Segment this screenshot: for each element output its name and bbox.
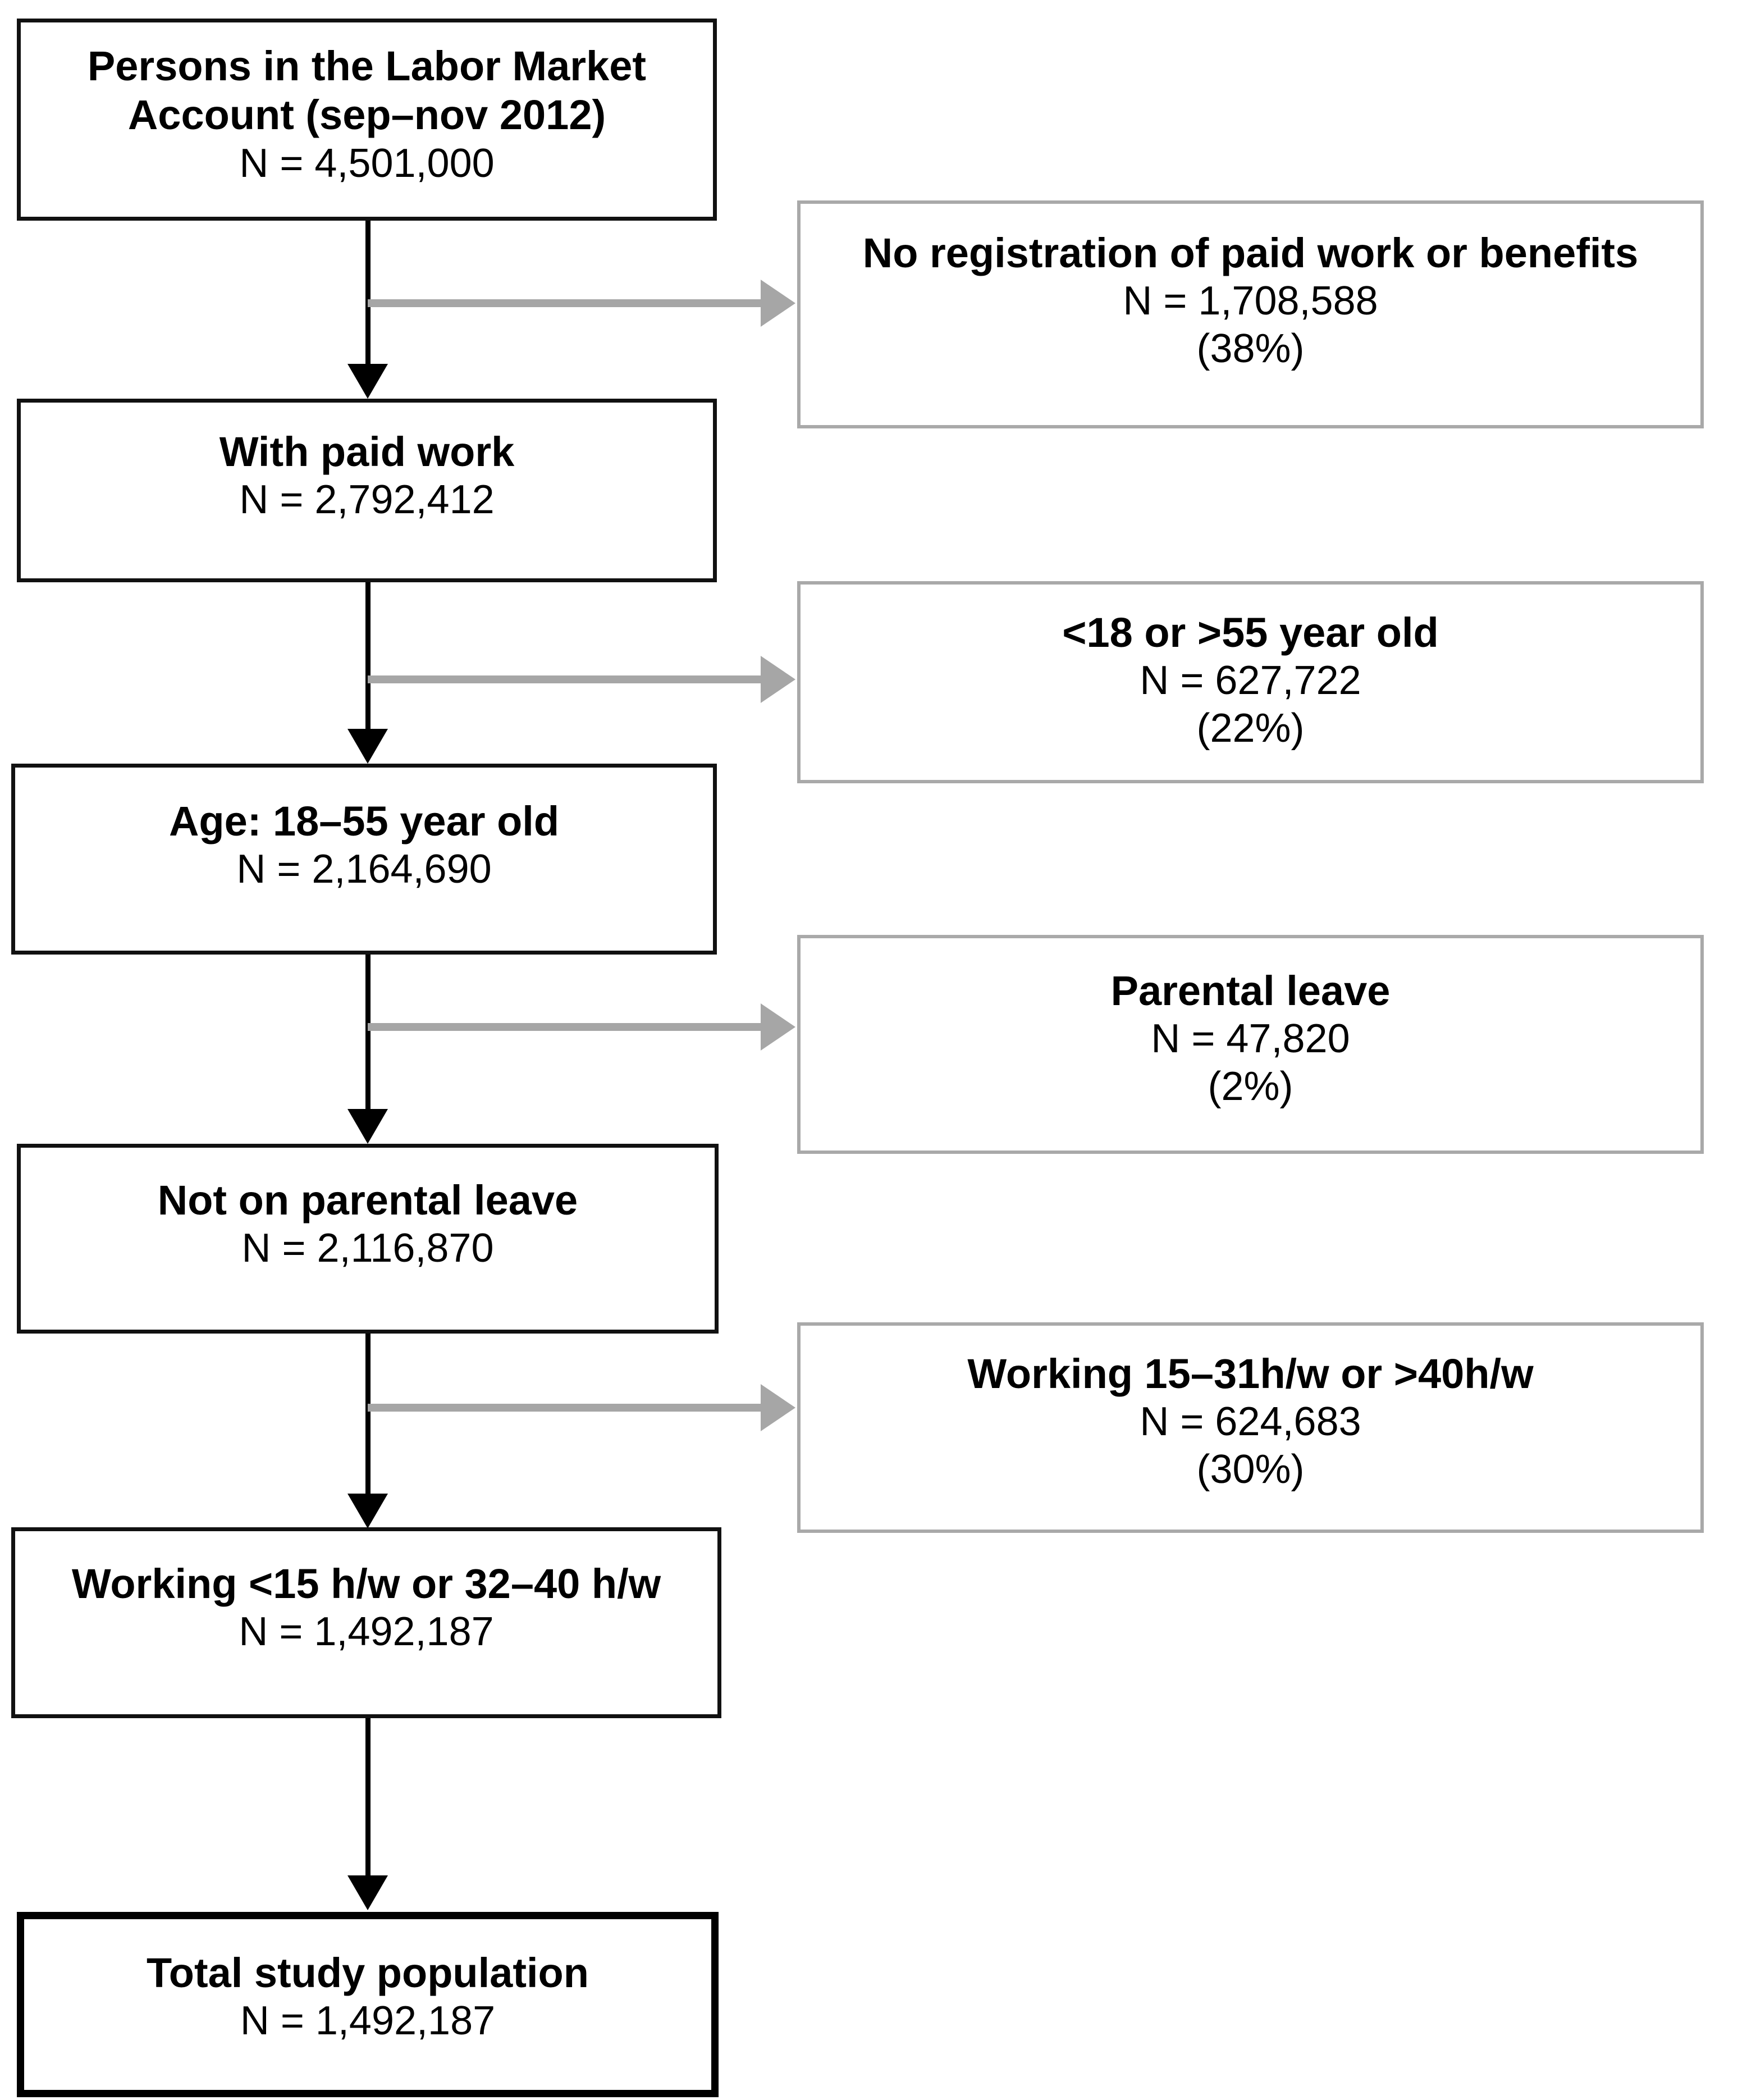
flow-arrow-head-4 bbox=[347, 1494, 388, 1528]
node-title: Working 15–31h/w or >40h/w bbox=[967, 1350, 1534, 1397]
node-age-18-55[interactable]: Age: 18–55 year old N = 2,164,690 bbox=[11, 764, 717, 955]
node-percentage: (30%) bbox=[1196, 1447, 1305, 1492]
flow-arrow-line-3 bbox=[365, 955, 371, 1112]
exclusion-arrow-line-1 bbox=[368, 299, 761, 307]
flow-arrow-line-5 bbox=[365, 1718, 371, 1878]
node-percentage: (2%) bbox=[1208, 1064, 1293, 1110]
flow-arrow-head-5 bbox=[347, 1875, 388, 1910]
node-count: N = 2,116,870 bbox=[241, 1226, 494, 1271]
node-title: Persons in the Labor Market Account (sep… bbox=[87, 43, 647, 139]
node-percentage: (38%) bbox=[1196, 326, 1305, 372]
node-title: No registration of paid work or benefits bbox=[862, 230, 1639, 276]
exclusion-arrow-line-2 bbox=[368, 675, 761, 683]
flow-arrow-head-3 bbox=[347, 1109, 388, 1144]
node-with-paid-work[interactable]: With paid work N = 2,792,412 bbox=[17, 399, 717, 582]
flow-arrow-head-1 bbox=[347, 364, 388, 399]
node-title: Total study population bbox=[147, 1950, 589, 1996]
node-count: N = 1,708,588 bbox=[1123, 279, 1378, 324]
node-count: N = 1,492,187 bbox=[240, 1998, 496, 2044]
node-title: Not on parental leave bbox=[157, 1177, 578, 1224]
node-count: N = 47,820 bbox=[1151, 1016, 1350, 1062]
flow-arrow-line-4 bbox=[365, 1334, 371, 1496]
exclusion-arrow-head-1 bbox=[761, 280, 795, 327]
node-title: With paid work bbox=[219, 428, 515, 475]
flow-arrow-line-2 bbox=[365, 582, 371, 732]
exclusion-arrow-line-4 bbox=[368, 1404, 761, 1412]
node-labor-market-account[interactable]: Persons in the Labor Market Account (sep… bbox=[17, 19, 717, 221]
node-count: N = 1,492,187 bbox=[239, 1609, 494, 1655]
node-title: Age: 18–55 year old bbox=[168, 798, 560, 844]
node-count: N = 624,683 bbox=[1140, 1399, 1361, 1445]
node-title: <18 or >55 year old bbox=[1062, 609, 1439, 656]
node-title: Working <15 h/w or 32–40 h/w bbox=[71, 1560, 661, 1607]
exclusion-arrow-head-2 bbox=[761, 656, 795, 703]
node-count: N = 627,722 bbox=[1140, 658, 1361, 704]
node-working-hours-included[interactable]: Working <15 h/w or 32–40 h/w N = 1,492,1… bbox=[11, 1527, 721, 1718]
exclusion-arrow-head-4 bbox=[761, 1384, 795, 1431]
node-no-registration[interactable]: No registration of paid work or benefits… bbox=[797, 200, 1704, 428]
flow-arrow-head-2 bbox=[347, 729, 388, 764]
flow-arrow-line-1 bbox=[365, 221, 371, 368]
node-age-out-of-range[interactable]: <18 or >55 year old N = 627,722 (22%) bbox=[797, 581, 1704, 783]
node-parental-leave[interactable]: Parental leave N = 47,820 (2%) bbox=[797, 935, 1704, 1154]
node-count: N = 2,792,412 bbox=[239, 477, 495, 523]
node-count: N = 4,501,000 bbox=[239, 140, 495, 186]
node-not-on-parental-leave[interactable]: Not on parental leave N = 2,116,870 bbox=[17, 1144, 719, 1334]
exclusion-arrow-head-3 bbox=[761, 1003, 795, 1051]
node-total-study-population[interactable]: Total study population N = 1,492,187 bbox=[17, 1912, 719, 2097]
exclusion-arrow-line-3 bbox=[368, 1023, 761, 1031]
node-percentage: (22%) bbox=[1196, 706, 1305, 751]
node-title: Parental leave bbox=[1110, 967, 1391, 1014]
node-count: N = 2,164,690 bbox=[236, 847, 492, 892]
node-working-hours-excluded[interactable]: Working 15–31h/w or >40h/w N = 624,683 (… bbox=[797, 1322, 1704, 1533]
